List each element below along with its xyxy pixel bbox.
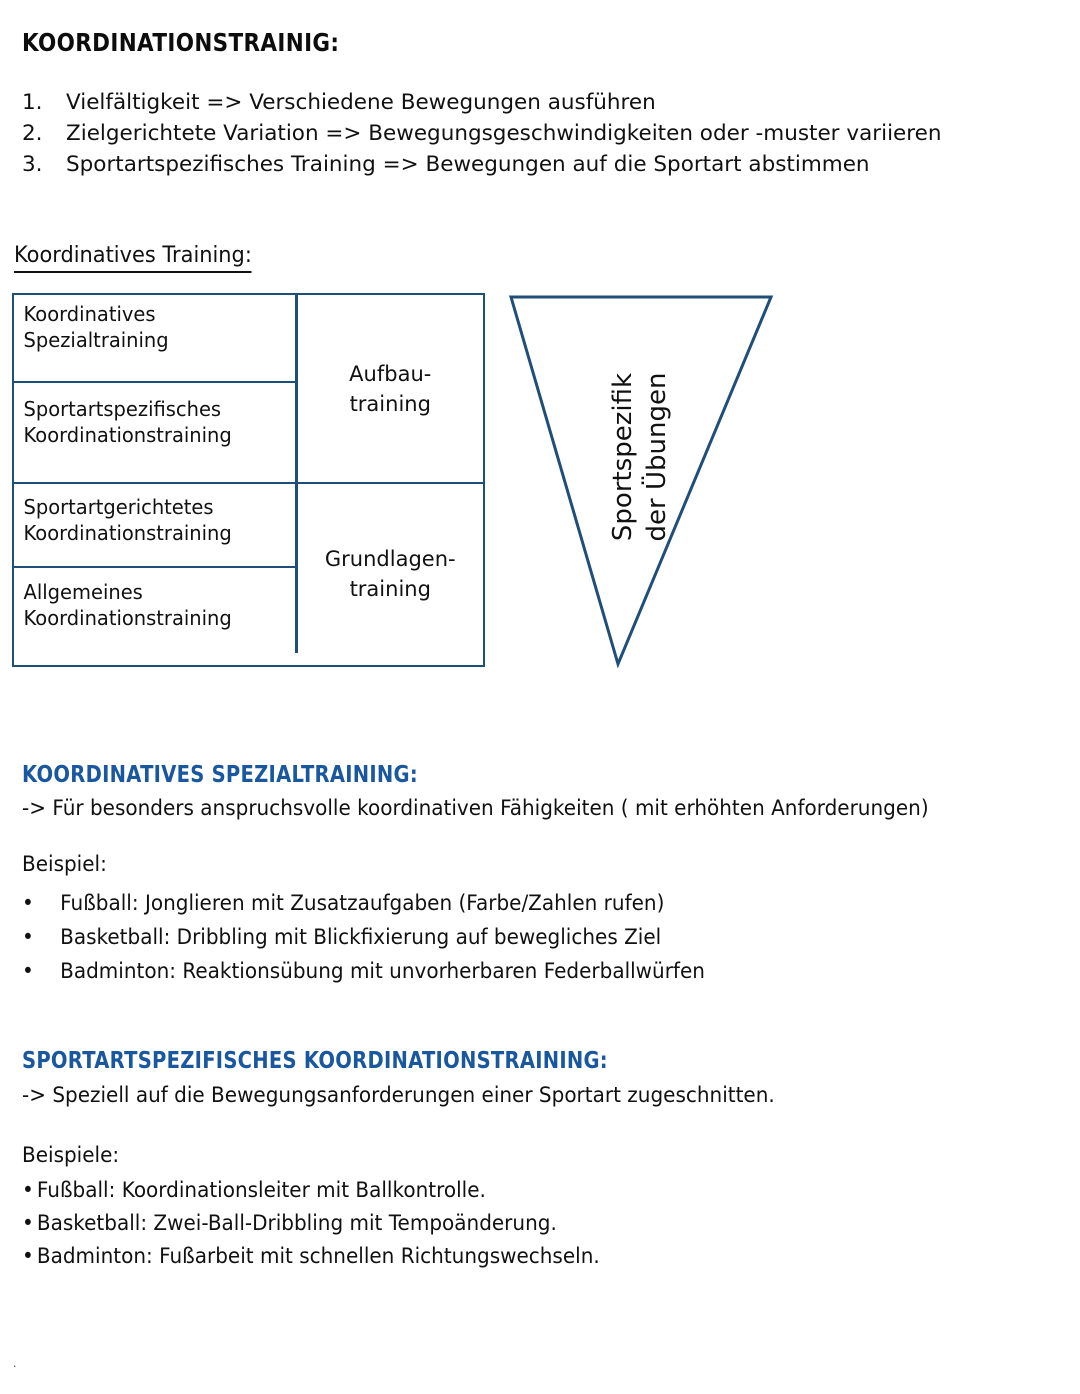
table-cell-right-2: Grundlagen- training: [324, 547, 456, 601]
bullet-icon: •: [22, 925, 34, 950]
bullet-icon: •: [22, 959, 34, 984]
list-item-label: Basketball: Dribbling mit Blickfixierung…: [60, 925, 662, 950]
list-item-number: 3.: [22, 152, 43, 177]
table-section-label: Koordinatives Training:: [14, 243, 252, 273]
list-item-label: Badminton: Fußarbeit mit schnellen Richt…: [36, 1244, 600, 1269]
page-title: KOORDINATIONSTRAINIG:: [22, 28, 340, 57]
table-row-divider: [14, 482, 295, 484]
examples-caption-spezialtraining: Beispiel:: [22, 852, 107, 877]
footer-mark: .: [13, 1357, 17, 1370]
section-heading-sportartspezifisch: SPORTARTSPEZIFISCHES KOORDINATIONSTRAINI…: [22, 1048, 608, 1074]
koordinatives-training-table: Koordinatives Spezialtraining Sportartsp…: [12, 293, 485, 667]
table-left-column: Koordinatives Spezialtraining Sportartsp…: [14, 295, 295, 665]
section-definition-spezialtraining: -> Für besonders anspruchsvolle koordina…: [22, 796, 929, 821]
table-cell-left-4: Allgemeines Koordinationstraining: [23, 580, 232, 630]
section-definition-sportartspezifisch: -> Speziell auf die Bewegungsanforderung…: [22, 1083, 775, 1108]
bullet-icon: •: [22, 1178, 34, 1203]
list-item-label: Badminton: Reaktionsübung mit unvorherba…: [60, 959, 705, 984]
list-item-label: Vielfältigkeit => Verschiedene Bewegunge…: [66, 90, 656, 115]
table-cell-left-1: Koordinatives Spezialtraining: [23, 302, 169, 352]
list-item: • Badminton: Reaktionsübung mit unvorherb…: [22, 959, 705, 993]
list-item: 1. Vielfältigkeit => Verschiedene Bewegun…: [22, 90, 942, 121]
table-cell-left-2: Sportartspezifisches Koordinationstraini…: [23, 397, 232, 447]
list-item: • Fußball: Jonglieren mit Zusatzaufgaben …: [22, 891, 705, 925]
table-row-divider: [297, 482, 483, 484]
examples-caption-sportartspezifisch: Beispiele:: [22, 1143, 120, 1168]
examples-list-spezialtraining: • Fußball: Jonglieren mit Zusatzaufgaben …: [22, 891, 756, 993]
numbered-list: 1. Vielfältigkeit => Verschiedene Bewegun…: [22, 90, 942, 183]
table-right-column: Aufbau- training Grundlagen- training: [297, 295, 483, 665]
list-item: 2. Zielgerichtete Variation => Bewegungsg…: [22, 121, 942, 152]
examples-list-sportartspezifisch: •Fußball: Koordinationsleiter mit Ballko…: [22, 1178, 643, 1277]
list-item-label: Fußball: Jonglieren mit Zusatzaufgaben (…: [60, 891, 665, 916]
bullet-icon: •: [22, 1244, 34, 1269]
list-item-number: 1.: [22, 90, 43, 115]
triangle-shape: [509, 295, 774, 669]
list-item: •Basketball: Zwei-Ball-Dribbling mit Tem…: [22, 1211, 600, 1244]
section-heading-spezialtraining: KOORDINATIVES SPEZIALTRAINING:: [22, 762, 418, 788]
list-item-label: Zielgerichtete Variation => Bewegungsges…: [66, 121, 942, 146]
bullet-icon: •: [22, 891, 34, 916]
table-column-divider: [295, 295, 298, 653]
list-item: •Badminton: Fußarbeit mit schnellen Rich…: [22, 1244, 600, 1277]
list-item-label: Sportartspezifisches Training => Bewegun…: [66, 152, 870, 177]
list-item-label: Basketball: Zwei-Ball-Dribbling mit Temp…: [36, 1211, 557, 1236]
table-row-divider: [14, 566, 295, 568]
list-item: 3. Sportartspezifisches Training => Beweg…: [22, 152, 942, 183]
list-item-label: Fußball: Koordinationsleiter mit Ballkon…: [36, 1178, 486, 1203]
list-item: •Fußball: Koordinationsleiter mit Ballko…: [22, 1178, 600, 1211]
table-cell-right-1: Aufbau- training: [349, 361, 432, 416]
list-item: • Basketball: Dribbling mit Blickfixierun…: [22, 925, 705, 959]
table-cell-left-3: Sportartgerichtetes Koordinationstrainin…: [23, 495, 232, 545]
list-item-number: 2.: [22, 121, 43, 146]
bullet-icon: •: [22, 1211, 34, 1236]
table-row-divider: [14, 381, 295, 383]
sportspezifik-triangle: Sportspezifik der Übungen: [495, 288, 795, 678]
